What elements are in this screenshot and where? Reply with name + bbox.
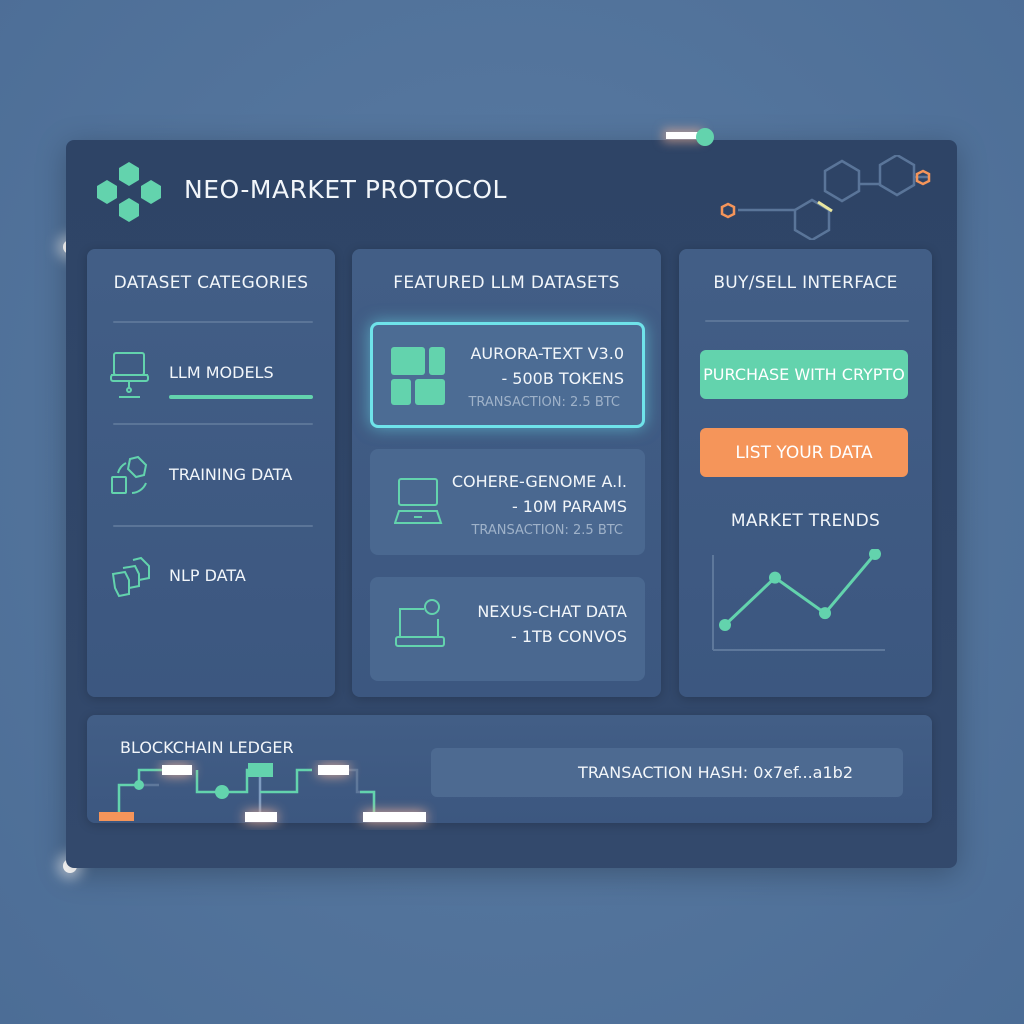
dataset-card-cohere[interactable]: COHERE-GENOME A.I.- 10M PARAMS TRANSACTI… — [370, 449, 645, 555]
active-indicator — [169, 395, 313, 399]
laptop-icon — [394, 478, 443, 524]
transaction-hash-field[interactable]: TRANSACTION HASH: 0x7ef...a1b2 — [431, 748, 903, 797]
app-title: NEO-MARKET PROTOCOL — [184, 175, 507, 204]
trend-point — [719, 619, 731, 631]
dataset-categories-panel: DATASET CATEGORIES LLM MODELS TRAINING D… — [87, 249, 335, 697]
data-cycle-icon — [111, 455, 148, 494]
purchase-with-crypto-button[interactable]: PURCHASE WITH CRYPTO — [700, 350, 908, 399]
panel-title: DATASET CATEGORIES — [113, 273, 309, 293]
dataset-name: AURORA-TEXT V3.0- 500B TOKENS — [470, 344, 624, 388]
dataset-name: COHERE-GENOME A.I.- 10M PARAMS — [451, 472, 627, 516]
blockchain-ledger-panel: BLOCKCHAIN LEDGER TRANSACTION HASH: 0x7e… — [87, 715, 932, 823]
market-trends-title: MARKET TRENDS — [730, 511, 881, 531]
list-your-data-button[interactable]: LIST YOUR DATA — [700, 428, 908, 477]
dataset-price: TRANSACTION: 2.5 BTC — [471, 523, 623, 538]
panel-title: BUY/SELL INTERFACE — [713, 273, 898, 293]
documents-icon — [111, 556, 150, 598]
trend-point — [869, 549, 881, 560]
dataset-card-aurora[interactable]: AURORA-TEXT V3.0- 500B TOKENS TRANSACTIO… — [370, 322, 645, 428]
main-window: NEO-MARKET PROTOCOL DATASET CATEGORIES L… — [66, 140, 957, 868]
panel-title: FEATURED LLM DATASETS — [393, 273, 620, 293]
connector-node — [696, 128, 714, 146]
molecule-network-icon — [720, 155, 931, 240]
connector-bar — [666, 132, 700, 139]
monitor-icon — [110, 352, 149, 398]
trend-point — [819, 607, 831, 620]
laptop-webcam-icon — [395, 599, 445, 647]
featured-datasets-panel: FEATURED LLM DATASETS AURORA-TEXT V3.0- … — [352, 249, 661, 697]
trend-line — [723, 553, 877, 627]
dataset-name: NEXUS-CHAT DATA- 1TB CONVOS — [477, 602, 627, 646]
category-label: NLP DATA — [169, 566, 246, 585]
ledger-title: BLOCKCHAIN LEDGER — [120, 738, 294, 757]
tiles-icon — [391, 347, 445, 405]
hexagon-cluster-icon — [97, 162, 161, 222]
buy-sell-panel: BUY/SELL INTERFACE PURCHASE WITH CRYPTO … — [679, 249, 932, 697]
ledger-chain-graphic — [99, 763, 426, 822]
market-trends-chart — [712, 549, 885, 651]
category-label: TRAINING DATA — [169, 465, 293, 484]
category-label: LLM MODELS — [169, 363, 274, 382]
dataset-price: TRANSACTION: 2.5 BTC — [468, 395, 620, 410]
trend-point — [769, 571, 781, 584]
dataset-card-nexus[interactable]: NEXUS-CHAT DATA- 1TB CONVOS — [370, 577, 645, 681]
